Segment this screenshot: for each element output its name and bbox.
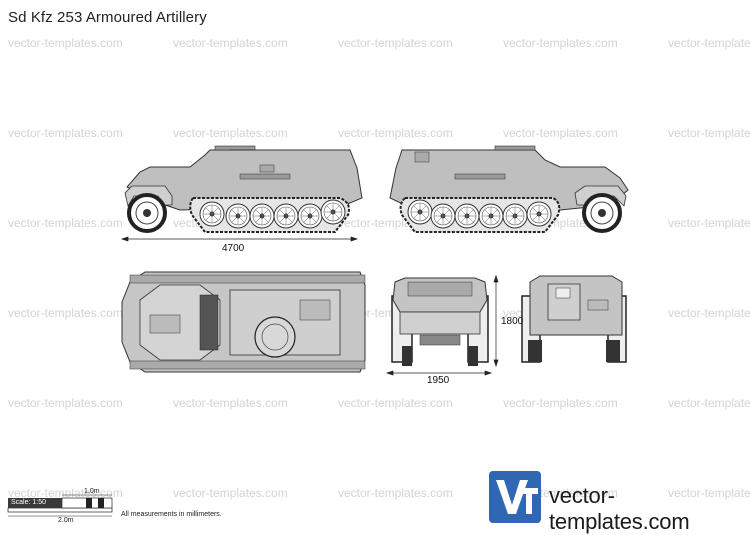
height-label: 1800 bbox=[501, 316, 524, 327]
logo-brand-text[interactable]: vector-templates.com bbox=[549, 483, 690, 534]
scale-ratio-label: Scale: 1:50 bbox=[8, 498, 62, 508]
length-label: 4700 bbox=[222, 243, 245, 254]
top-view bbox=[121, 271, 366, 373]
logo-vt-icon bbox=[489, 471, 541, 523]
page-title: Sd Kfz 253 Armoured Artillery bbox=[8, 9, 207, 26]
side-view-right bbox=[389, 145, 629, 233]
rear-view bbox=[521, 275, 627, 363]
width-dimension-line bbox=[385, 370, 493, 376]
height-dimension-line bbox=[493, 274, 499, 368]
width-label: 1950 bbox=[427, 375, 450, 386]
front-view bbox=[391, 277, 489, 366]
length-dimension-line bbox=[120, 236, 359, 242]
scale-bar bbox=[7, 494, 113, 517]
scale-two-meter-label: 2.0m bbox=[58, 517, 74, 524]
scale-one-meter-label: 1.0m bbox=[84, 488, 100, 495]
side-view-left bbox=[124, 145, 363, 233]
scale-legend: 1.0m Scale: 1:50 2.0m bbox=[8, 482, 116, 527]
measurement-note: All measurements in millimeters. bbox=[121, 511, 222, 518]
